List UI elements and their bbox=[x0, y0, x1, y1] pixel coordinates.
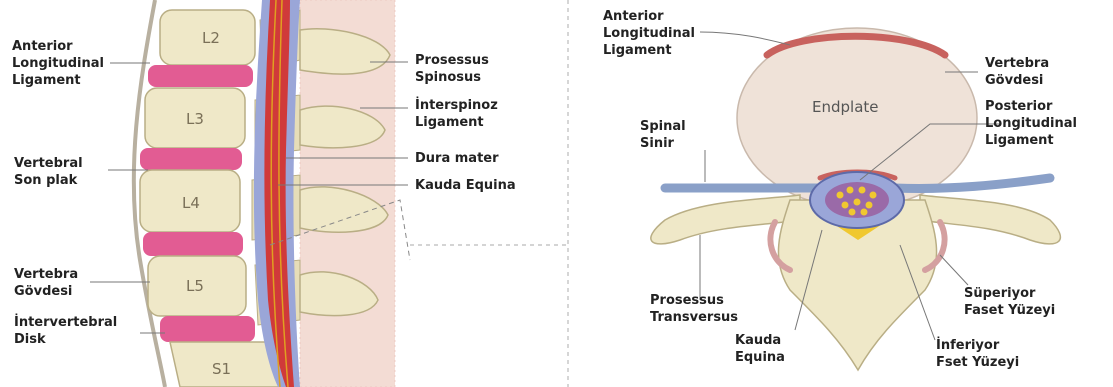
label-anterior-longitudinal-ligament-right: Anterior Longitudinal Ligament bbox=[603, 8, 695, 59]
label-posterior-longitudinal-ligament: Posterior Longitudinal Ligament bbox=[985, 98, 1077, 149]
disk-l5-s1 bbox=[160, 316, 255, 342]
label-vertebra-govdesi-right: Vertebra Gövdesi bbox=[985, 55, 1049, 89]
vertebra-label-l4: L4 bbox=[182, 194, 200, 212]
disk-l4-l5 bbox=[143, 232, 243, 256]
label-interspinoz-ligament: İnterspinoz Ligament bbox=[415, 97, 498, 131]
label-intervertebral-disk: İntervertebral Disk bbox=[14, 314, 117, 348]
sagittal-spine-figure: L2 L3 L4 L5 S1 bbox=[90, 0, 410, 387]
label-prosessus-spinosus: Prosessus Spinosus bbox=[415, 52, 489, 86]
label-prosessus-transversus: Prosessus Transversus bbox=[650, 292, 738, 326]
label-dura-mater: Dura mater bbox=[415, 150, 499, 167]
label-vertebra-govdesi-left: Vertebra Gövdesi bbox=[14, 266, 78, 300]
label-superiyor-faset: Süperiyor Faset Yüzeyi bbox=[964, 285, 1055, 319]
label-kauda-equina-right: Kauda Equina bbox=[735, 332, 785, 366]
label-inferiyor-faset: İnferiyor Fset Yüzeyi bbox=[936, 337, 1019, 371]
label-vertebral-son-plak: Vertebral Son plak bbox=[14, 155, 83, 189]
transverse-process-left bbox=[651, 195, 800, 244]
vertebra-label-l2: L2 bbox=[202, 29, 220, 47]
vertebra-label-s1: S1 bbox=[212, 360, 231, 378]
vertebra-label-l3: L3 bbox=[186, 110, 204, 128]
label-anterior-longitudinal-ligament-left: Anterior Longitudinal Ligament bbox=[12, 38, 104, 89]
vertebra-label-l5: L5 bbox=[186, 277, 204, 295]
label-spinal-sinir: Spinal Sinir bbox=[640, 118, 686, 152]
disk-l3-l4 bbox=[140, 148, 242, 170]
label-kauda-equina-left: Kauda Equina bbox=[415, 177, 516, 194]
endplate-label: Endplate bbox=[812, 98, 879, 116]
disk-l2-l3 bbox=[148, 65, 253, 87]
